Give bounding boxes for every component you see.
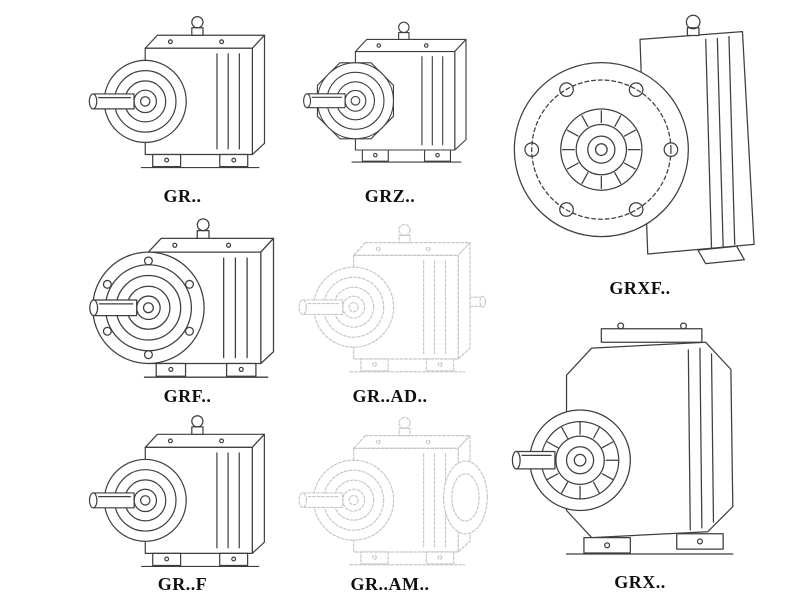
figure-grx: GRX.. <box>495 306 785 596</box>
gearbox-drawing-gr <box>80 2 285 184</box>
figure-grf: GRF.. <box>80 214 295 410</box>
figure-label-gr: GR.. <box>163 186 202 206</box>
figure-label-grf: GRF.. <box>163 386 212 406</box>
figure-label-grxf: GRXF.. <box>609 278 671 298</box>
figure-gr: GR.. <box>80 2 285 210</box>
gearbox-drawing-gr-ad <box>290 214 487 384</box>
figure-grz: GRZ.. <box>295 2 485 210</box>
figure-label-gr-ad: GR..AD.. <box>352 386 428 406</box>
gearbox-drawing-grz <box>295 2 485 184</box>
gearbox-drawing-grf <box>80 214 295 384</box>
gearbox-drawing-gr-am <box>290 412 488 572</box>
figure-label-grz: GRZ.. <box>364 186 416 206</box>
figure-gr-am: GR..AM.. <box>290 412 490 598</box>
figure-label-gr-f: GR..F <box>157 574 208 594</box>
figure-gr-f: GR..F <box>80 412 285 598</box>
gearbox-drawing-grx <box>511 322 734 555</box>
gearbox-drawing-grxf <box>513 14 755 265</box>
figure-grxf: GRXF.. <box>495 0 785 302</box>
figure-gr-ad: GR..AD.. <box>290 214 490 410</box>
figure-label-gr-am: GR..AM.. <box>350 574 430 594</box>
figure-label-grx: GRX.. <box>614 572 666 592</box>
gearbox-drawing-gr-f <box>80 412 285 572</box>
